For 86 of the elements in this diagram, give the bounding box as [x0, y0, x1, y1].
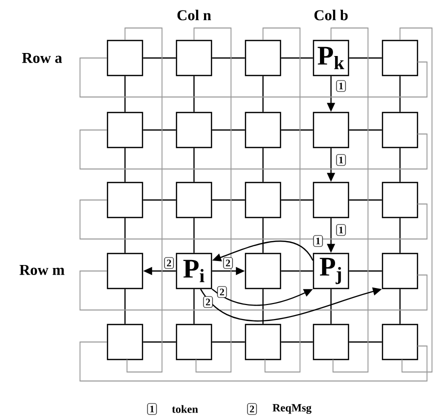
edge-label: 2: [223, 257, 233, 269]
link-line: [124, 218, 126, 253]
link-line: [193, 148, 195, 182]
link-line: [193, 218, 195, 253]
heading-label: Row m: [20, 265, 64, 275]
node-box: [244, 324, 282, 360]
link-line: [399, 218, 401, 253]
link-line: [124, 289, 126, 324]
link-line: [349, 341, 382, 343]
heading-label: Col b: [314, 10, 348, 20]
processor-box: P$_{j}$: [312, 252, 350, 290]
text-label: ReqMsg: [272, 404, 312, 414]
node-box: [176, 40, 212, 76]
wraparound-line: [80, 58, 428, 98]
processor-box: P$_{k}$: [312, 40, 350, 76]
node-box: [382, 324, 418, 360]
number-badge: 1: [147, 403, 157, 415]
link-line: [262, 76, 264, 112]
node-box: [176, 324, 212, 360]
node-box: [312, 324, 350, 360]
link-line: [349, 270, 382, 272]
node-box: [382, 182, 418, 218]
link-line: [193, 289, 195, 324]
link-line: [281, 270, 313, 272]
node-box: [312, 112, 350, 148]
node-box: [312, 182, 350, 218]
wraparound-line: [330, 28, 368, 372]
link-line: [193, 76, 195, 112]
node-box: [106, 252, 144, 290]
link-line: [124, 76, 126, 112]
link-line: [143, 341, 176, 343]
node-box: [244, 40, 282, 76]
link-line: [281, 341, 313, 343]
link-line: [281, 57, 313, 59]
wraparound-line: [80, 200, 428, 240]
node-box: [176, 112, 212, 148]
wraparound-line: [80, 270, 428, 310]
link-line: [212, 341, 245, 343]
link-line: [262, 289, 264, 324]
node-box: [382, 40, 418, 76]
node-box: [106, 324, 144, 360]
wraparound-line: [400, 28, 432, 372]
node-box: [106, 182, 144, 218]
link-line: [262, 218, 264, 253]
link-line: [212, 199, 245, 201]
link-line: [349, 57, 382, 59]
link-line: [124, 148, 126, 182]
node-box: [244, 252, 282, 290]
link-line: [281, 129, 313, 131]
number-badge: 2: [247, 403, 257, 415]
link-line: [212, 129, 245, 131]
edge-label: 1: [336, 80, 346, 92]
edge-label: 2: [217, 286, 227, 298]
node-box: [244, 182, 282, 218]
heading-label: Row a: [22, 53, 62, 63]
node-box: [106, 40, 144, 76]
link-line: [212, 57, 245, 59]
text-label: token: [172, 405, 198, 413]
link-line: [399, 148, 401, 182]
link-line: [349, 129, 382, 131]
wraparound-line: [194, 28, 232, 372]
node-box: [382, 112, 418, 148]
node-box: [382, 252, 418, 290]
link-line: [143, 57, 176, 59]
wraparound-line: [262, 28, 300, 372]
node-box: [244, 112, 282, 148]
edge-label: 1: [336, 154, 346, 166]
link-line: [399, 76, 401, 112]
heading-label: Col n: [177, 10, 212, 20]
edge-label: 2: [164, 257, 174, 269]
wraparound-line: [124, 28, 162, 372]
node-box: [106, 112, 144, 148]
processor-box: P$_{i}$: [176, 252, 212, 290]
link-line: [281, 199, 313, 201]
wraparound-line: [80, 342, 428, 382]
link-line: [262, 148, 264, 182]
edge-label: 1: [336, 224, 346, 236]
link-line: [330, 289, 332, 324]
node-box: [176, 182, 212, 218]
link-line: [143, 199, 176, 201]
link-line: [399, 289, 401, 324]
edge-label: 1: [313, 235, 323, 247]
link-line: [349, 199, 382, 201]
edge-label: 2: [203, 296, 213, 308]
wraparound-line: [80, 130, 428, 170]
link-line: [143, 129, 176, 131]
